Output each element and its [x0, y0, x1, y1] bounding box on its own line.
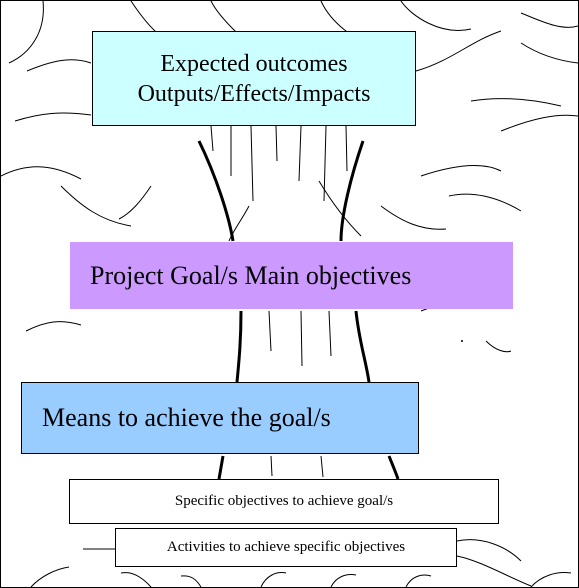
activities-box: Activities to achieve specific objective… [115, 528, 457, 567]
project-goal-box: Project Goal/s Main objectives [70, 242, 513, 309]
project-goal-label: Project Goal/s Main objectives [90, 260, 412, 290]
activities-label: Activities to achieve specific objective… [166, 539, 406, 555]
expected-outcomes-box: Expected outcomes Outputs/Effects/Impact… [92, 31, 416, 126]
outcomes-line-2: Outputs/Effects/Impacts [137, 80, 371, 107]
outcomes-line-1: Expected outcomes [160, 50, 348, 77]
specific-objectives-label: Specific objectives to achieve goal/s [174, 493, 394, 509]
means-box: Means to achieve the goal/s [21, 382, 419, 454]
specific-objectives-box: Specific objectives to achieve goal/s [69, 479, 499, 524]
means-label: Means to achieve the goal/s [42, 403, 331, 432]
